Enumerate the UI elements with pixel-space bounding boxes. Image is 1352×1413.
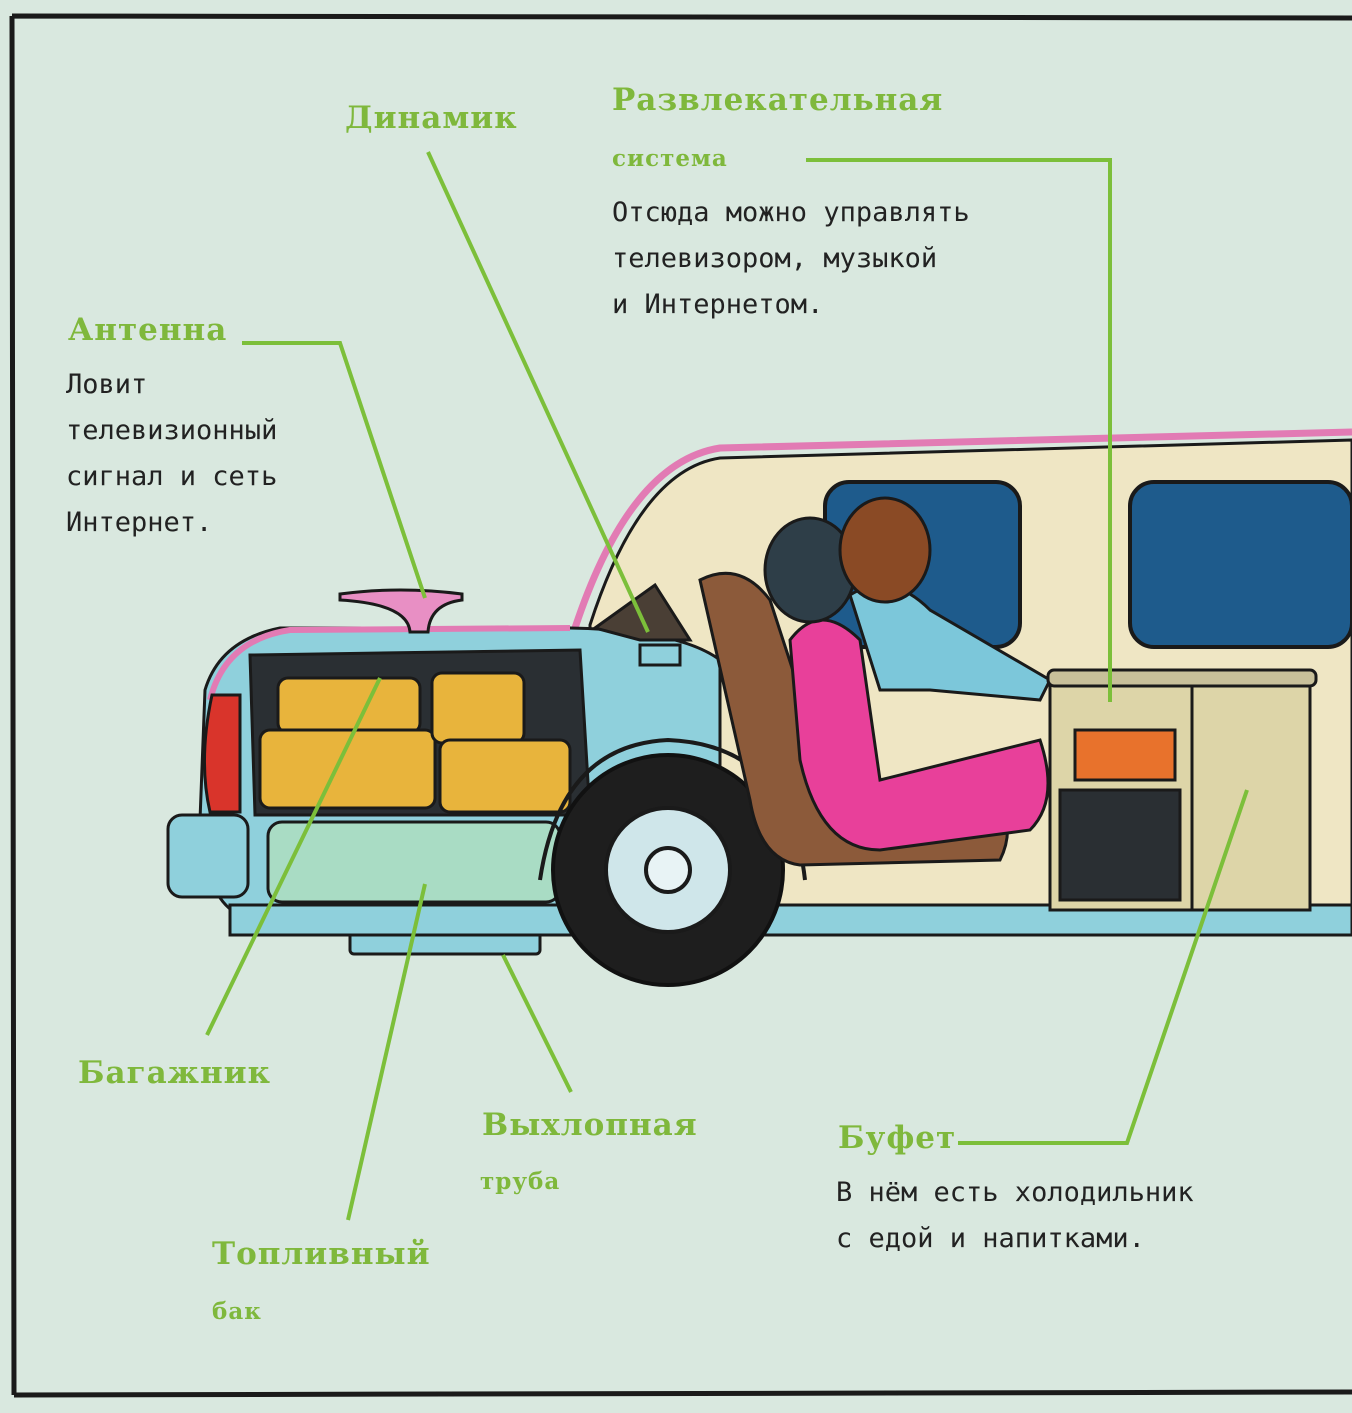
suitcase-4 <box>440 740 570 812</box>
wheel-hub <box>646 848 690 892</box>
label-entertainment-line2: система <box>612 145 728 172</box>
antenna <box>340 590 462 632</box>
control-panel <box>1075 730 1175 780</box>
label-dinamik: Динамик <box>345 100 518 136</box>
bottle-rack <box>1060 790 1180 900</box>
suitcase-1 <box>278 678 420 733</box>
tail-light <box>204 695 240 812</box>
label-antenna: Антенна <box>68 312 227 348</box>
entertainment-description: Отсюда можно управлять телевизором, музы… <box>612 190 970 328</box>
limousine-car <box>168 432 1352 985</box>
buffet-cabinet <box>1192 678 1310 910</box>
man-head <box>840 498 930 602</box>
label-exhaust-line2: труба <box>480 1168 560 1195</box>
label-trunk: Багажник <box>78 1055 271 1091</box>
label-fuel-line2: бак <box>212 1298 262 1325</box>
suitcase-3 <box>432 673 524 743</box>
label-entertainment-line1: Развлекательная <box>612 82 943 118</box>
side-window <box>1130 482 1352 647</box>
leader-exhaust <box>503 955 571 1092</box>
counter-top <box>1048 670 1316 686</box>
label-fuel-line1: Топливный <box>212 1236 431 1272</box>
antenna-description: Ловит телевизионный сигнал и сеть Интерн… <box>66 362 277 546</box>
speaker-base <box>640 645 680 665</box>
fuel-tank <box>268 822 560 902</box>
label-buffet: Буфет <box>838 1120 956 1156</box>
label-exhaust-line1: Выхлопная <box>482 1107 698 1143</box>
buffet-description: В нём есть холодильник с едой и напиткам… <box>836 1170 1194 1262</box>
rear-bumper <box>168 815 248 897</box>
